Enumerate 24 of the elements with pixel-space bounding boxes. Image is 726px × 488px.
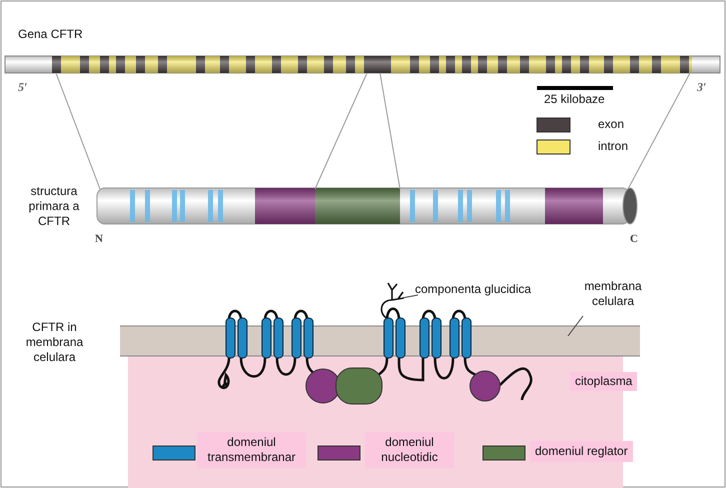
annotation-text: membrana celulara bbox=[578, 279, 648, 309]
projection-line bbox=[56, 72, 100, 190]
end-label: 3′ bbox=[697, 80, 706, 95]
legend-label: exon bbox=[598, 117, 624, 132]
gene-drawing bbox=[4, 56, 720, 74]
legend-label: domeniul nucleotidic bbox=[365, 432, 454, 468]
region-label: citoplasma bbox=[570, 372, 638, 391]
end-label: 5′ bbox=[18, 80, 28, 95]
scale-label: 25 kilobaze bbox=[544, 92, 605, 107]
section-label: structura primara a CFTR bbox=[28, 184, 80, 229]
leader-line bbox=[402, 294, 418, 298]
legend-label: domeniul reglator bbox=[530, 441, 633, 462]
projection-line bbox=[314, 72, 368, 190]
legend-label: domeniul transmembranar bbox=[197, 432, 306, 468]
terminus-label: N bbox=[95, 232, 103, 247]
terminus-label: C bbox=[630, 232, 638, 247]
projection-line bbox=[628, 72, 690, 190]
leader-line bbox=[568, 316, 584, 336]
gene-title: Gena CFTR bbox=[18, 27, 83, 42]
protein-cylinder-drawing bbox=[96, 188, 638, 224]
section-label: CFTR in membrana celulara bbox=[24, 320, 84, 365]
annotation-text: componenta glucidica bbox=[415, 282, 532, 297]
projection-line bbox=[380, 72, 400, 190]
legend-label: intron bbox=[598, 139, 628, 154]
